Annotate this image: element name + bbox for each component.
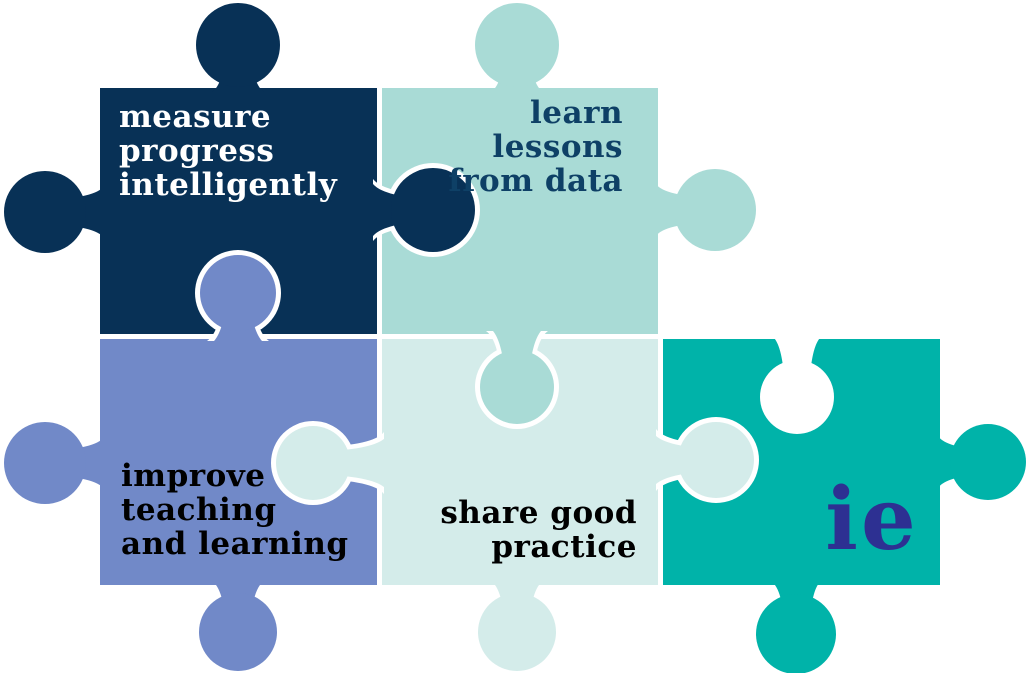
label-learn-lessons: learn lessons from data: [448, 95, 623, 199]
puzzle-piece-improve-teaching: [4, 339, 377, 671]
label-improve-teaching: improve teaching and learning: [121, 458, 349, 562]
connector-tab-navy: [373, 168, 475, 252]
label-measure-progress: measure progress intelligently: [119, 99, 338, 203]
label-share-practice: share good practice: [440, 495, 637, 565]
connector-tab-mint-left: [276, 426, 386, 500]
empty-socket-notch: [760, 336, 834, 434]
label-ie-logo: ie: [825, 469, 919, 570]
connector-tab-lightteal: [480, 329, 554, 424]
connector-tab-periwinkle: [200, 255, 276, 343]
connector-tab-mint-right: [654, 422, 754, 498]
